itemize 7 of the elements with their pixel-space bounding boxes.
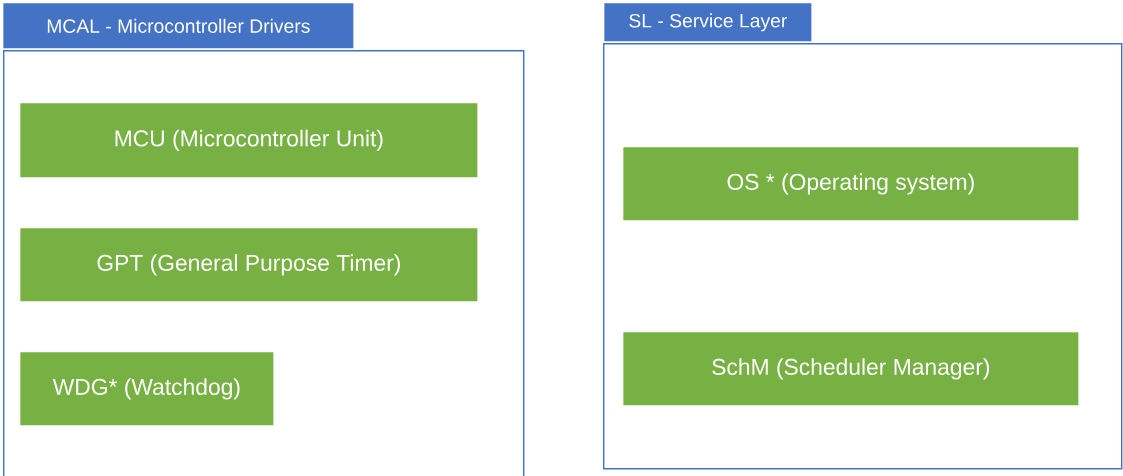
module-box: MCU (Microcontroller Unit) <box>20 103 478 178</box>
module-box: GPT (General Purpose Timer) <box>20 228 478 302</box>
module-box: WDG* (Watchdog) <box>20 352 274 426</box>
module-box: OS * (Operating system) <box>623 147 1079 221</box>
panel-heading-tab: MCAL - Microcontroller Drivers <box>3 3 354 49</box>
panel-heading-tab: SL - Service Layer <box>604 3 812 42</box>
module-box: SchM (Scheduler Manager) <box>623 332 1079 406</box>
